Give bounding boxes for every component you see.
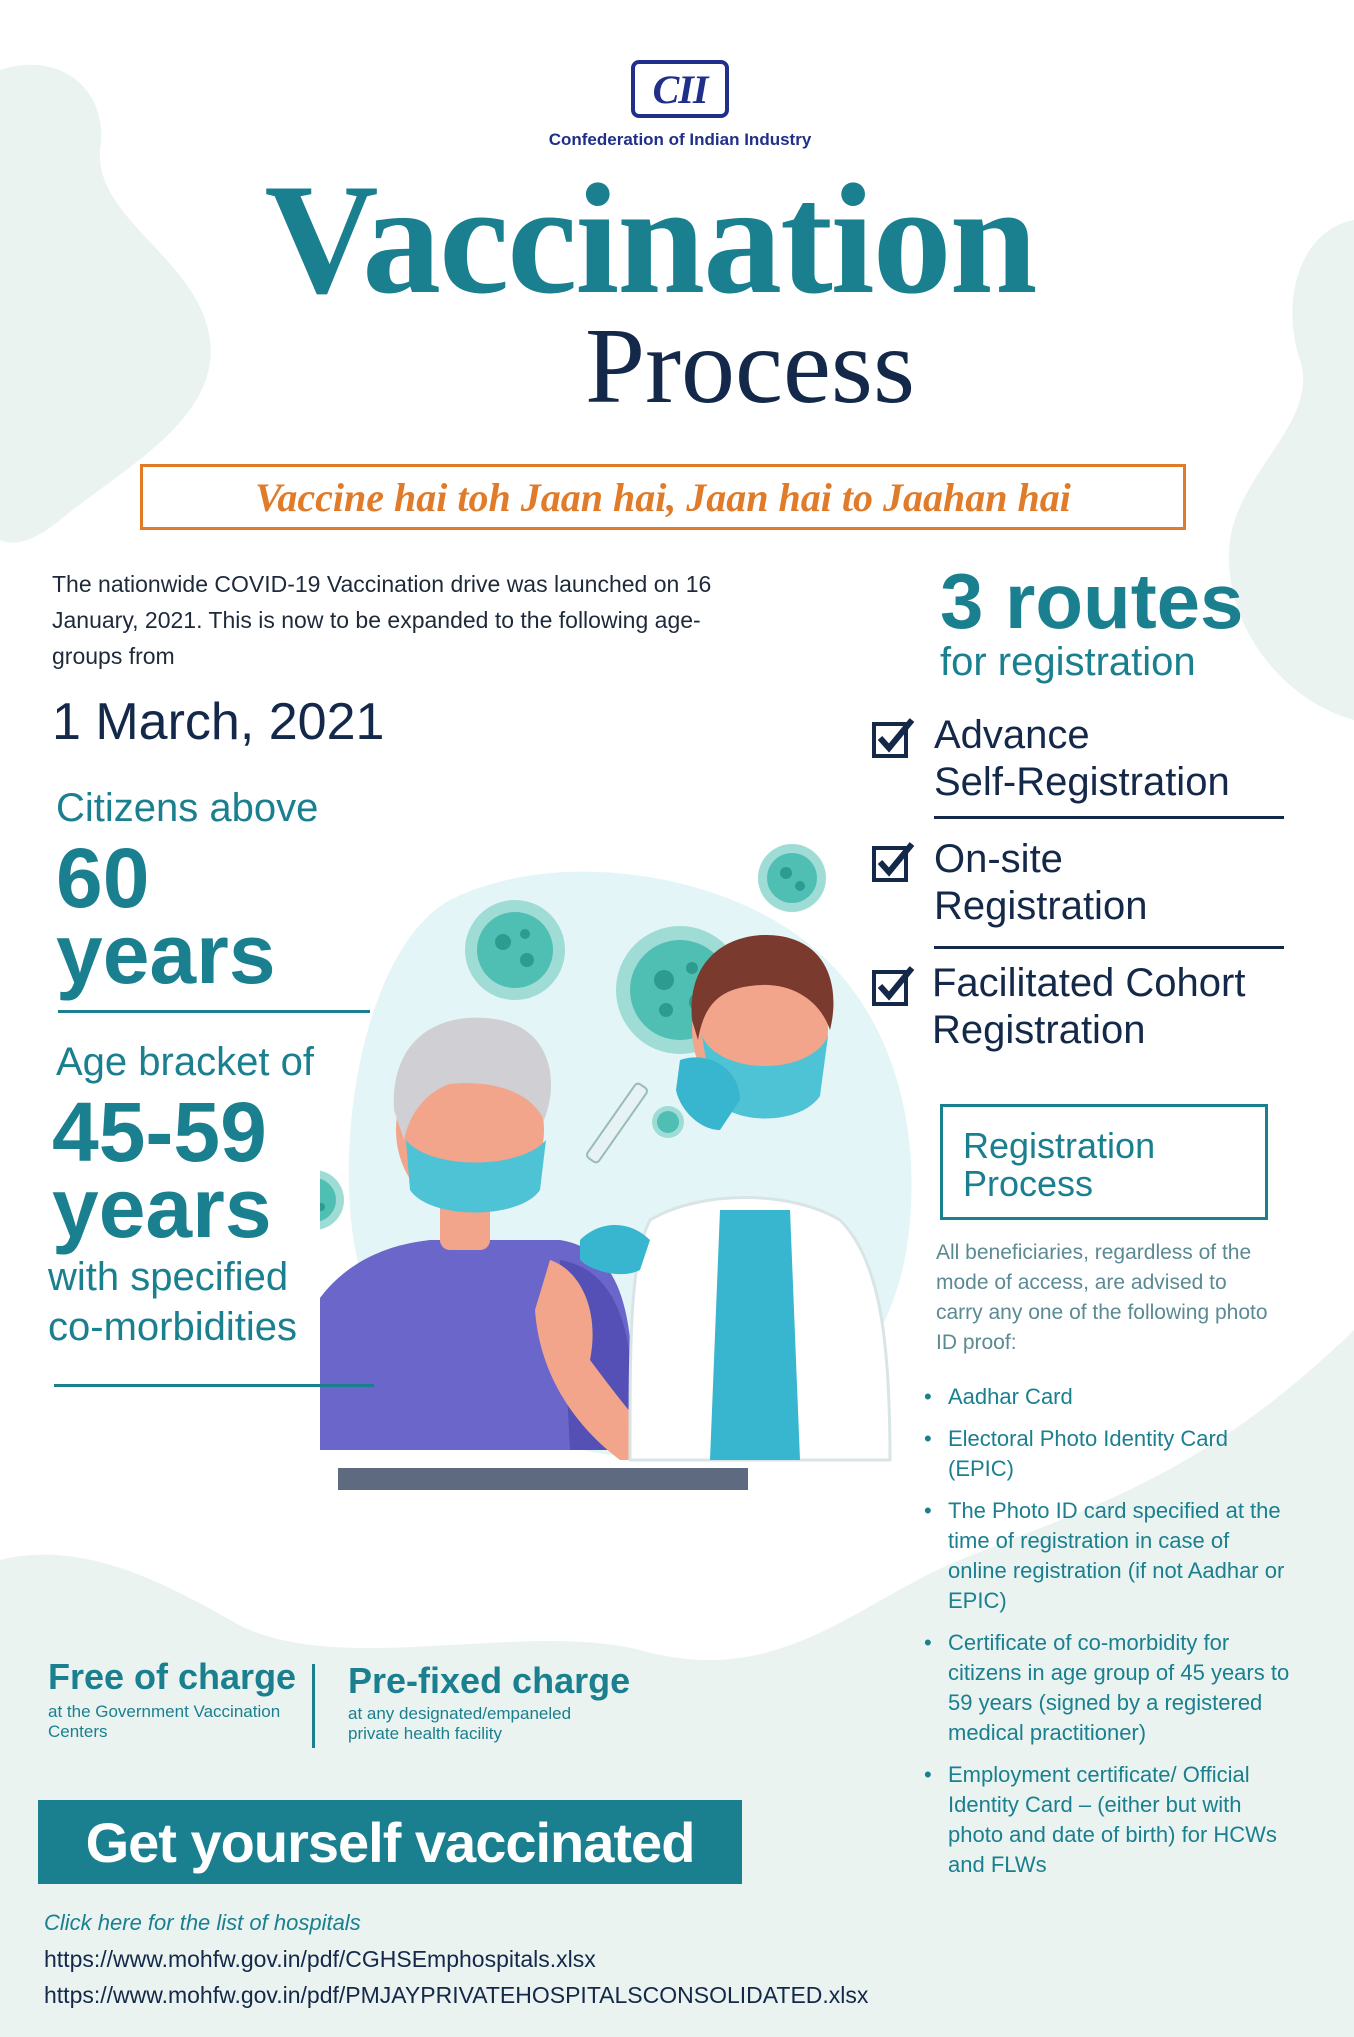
checkbox-check-icon bbox=[872, 842, 915, 882]
group2-age: 45-59 years bbox=[52, 1085, 272, 1255]
group2-note: with specified co-morbidities bbox=[48, 1252, 297, 1352]
paid-charge-note: at any designated/empaneled private heal… bbox=[348, 1704, 572, 1743]
group2-label: Age bracket of bbox=[56, 1040, 314, 1084]
patient-mask bbox=[406, 1140, 546, 1213]
page-title: Vaccination bbox=[264, 152, 1037, 327]
hospital-list-label[interactable]: Click here for the list of hospitals bbox=[44, 1910, 361, 1935]
table-top bbox=[338, 1468, 748, 1490]
route-label-line1: On-site bbox=[934, 837, 1063, 881]
virus-icon bbox=[758, 844, 826, 912]
group2-age-range: 45-59 bbox=[52, 1085, 267, 1179]
bullet-icon: • bbox=[924, 1384, 932, 1409]
patient-hair bbox=[393, 1017, 552, 1140]
list-item-text: Certificate of co-morbidity for citizens… bbox=[948, 1630, 1290, 1745]
list-item-text: Employment certificate/ Official Identit… bbox=[948, 1762, 1277, 1877]
page-subtitle: Process bbox=[585, 307, 915, 426]
paid-charge-title: Pre-fixed charge bbox=[348, 1660, 631, 1701]
bullet-icon: • bbox=[924, 1630, 932, 1655]
id-proof-list: • Aadhar Card • Electoral Photo Identity C… bbox=[924, 1382, 1294, 1892]
route-label: Facilitated Cohort Registration bbox=[932, 960, 1292, 1054]
divider bbox=[934, 816, 1284, 819]
list-item: • The Photo ID card specified at the time… bbox=[924, 1496, 1294, 1616]
route-label-line2: Self-Registration bbox=[934, 760, 1230, 804]
divider bbox=[54, 1384, 374, 1387]
group1-age-number: 60 bbox=[56, 831, 150, 925]
list-item: • Certificate of co-morbidity for citizen… bbox=[924, 1628, 1294, 1748]
virus-icon bbox=[652, 1106, 684, 1138]
checkbox-check-icon bbox=[872, 718, 915, 758]
checkbox-check-icon bbox=[872, 966, 915, 1006]
group2-age-unit: years bbox=[52, 1161, 272, 1255]
registration-process-box: Registration Process bbox=[940, 1104, 1268, 1220]
vaccination-illustration bbox=[320, 844, 912, 1490]
virus-icon bbox=[320, 1170, 344, 1230]
group2-note-line2: co-morbidities bbox=[48, 1305, 297, 1349]
tagline-banner: Vaccine hai toh Jaan hai, Jaan hai to Ja… bbox=[140, 464, 1186, 530]
list-item: • Electoral Photo Identity Card (EPIC) bbox=[924, 1424, 1294, 1484]
routes-count: 3 routes bbox=[940, 557, 1244, 645]
list-item-text: Electoral Photo Identity Card (EPIC) bbox=[948, 1426, 1229, 1481]
divider bbox=[312, 1664, 315, 1748]
route-label-line1: Advance bbox=[934, 713, 1090, 757]
hospital-link-cghs[interactable]: https://www.mohfw.gov.in/pdf/CGHSEmphosp… bbox=[44, 1946, 596, 1972]
launch-date: 1 March, 2021 bbox=[52, 693, 385, 751]
list-item-text: The Photo ID card specified at the time … bbox=[948, 1498, 1285, 1613]
list-item: • Employment certificate/ Official Identi… bbox=[924, 1760, 1294, 1880]
free-charge-title: Free of charge bbox=[48, 1656, 297, 1697]
free-charge-note: at the Government Vaccination Centers bbox=[48, 1702, 281, 1741]
doctor-hair bbox=[691, 934, 834, 1040]
route-label-line1: Facilitated Cohort bbox=[932, 961, 1246, 1005]
route-label-line2: Registration bbox=[932, 1008, 1146, 1052]
route-label: Advance Self-Registration bbox=[934, 712, 1294, 806]
bullet-icon: • bbox=[924, 1762, 932, 1787]
bullet-icon: • bbox=[924, 1426, 932, 1451]
group1-age-unit: years bbox=[56, 907, 276, 1001]
registration-intro: All beneficiaries, regardless of the mod… bbox=[936, 1241, 1268, 1354]
doctor-glove bbox=[580, 1225, 650, 1275]
org-name: Confederation of Indian Industry bbox=[548, 130, 812, 149]
bullet-icon: • bbox=[924, 1498, 932, 1523]
cta-banner: Get yourself vaccinated bbox=[38, 1800, 742, 1884]
syringe-icon bbox=[586, 1082, 648, 1164]
group1-age: 60 years bbox=[56, 831, 276, 1001]
intro-text: The nationwide COVID-19 Vaccination driv… bbox=[52, 571, 712, 669]
doctor-scrubs bbox=[710, 1210, 800, 1460]
doctor-glove bbox=[676, 1057, 740, 1130]
divider bbox=[934, 946, 1284, 949]
list-item: • Aadhar Card bbox=[924, 1382, 1294, 1412]
registration-title-line1: Registration bbox=[963, 1125, 1156, 1166]
routes-sub: for registration bbox=[940, 640, 1196, 684]
patient-arm bbox=[535, 1260, 680, 1460]
list-item-text: Aadhar Card bbox=[948, 1384, 1073, 1409]
hospital-link-pmjay[interactable]: https://www.mohfw.gov.in/pdf/PMJAYPRIVAT… bbox=[44, 1982, 869, 2008]
virus-icon bbox=[465, 900, 565, 1000]
route-label-line2: Registration bbox=[934, 884, 1148, 928]
group2-note-line1: with specified bbox=[48, 1255, 289, 1299]
cii-logo: CII bbox=[631, 60, 729, 118]
route-label: On-site Registration bbox=[934, 836, 1294, 930]
registration-title-line2: Process bbox=[963, 1163, 1094, 1204]
divider bbox=[58, 1010, 370, 1013]
group1-label: Citizens above bbox=[56, 786, 319, 830]
